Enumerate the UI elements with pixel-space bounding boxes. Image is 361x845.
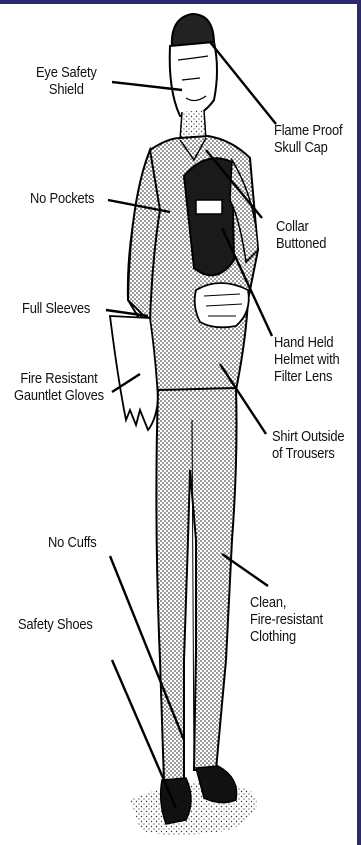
label-clean-fire-resistant-clothing: Clean, Fire-resistant Clothing — [250, 594, 323, 645]
label-fire-resistant-gloves: Fire Resistant Gauntlet Gloves — [14, 370, 104, 404]
label-collar-buttoned: Collar Buttoned — [276, 218, 326, 252]
left-gauntlet-glove — [110, 316, 158, 430]
leader-skull-cap — [210, 42, 276, 124]
label-eye-safety-shield: Eye Safety Shield — [36, 64, 97, 98]
trousers — [156, 388, 236, 782]
label-flame-proof-skull-cap: Flame Proof Skull Cap — [274, 122, 342, 156]
label-no-pockets: No Pockets — [30, 190, 94, 207]
ground-shadow — [130, 782, 257, 835]
label-shirt-outside-trousers: Shirt Outside of Trousers — [272, 428, 344, 462]
label-no-cuffs: No Cuffs — [48, 534, 97, 551]
label-hand-held-helmet: Hand Held Helmet with Filter Lens — [274, 334, 339, 385]
filter-lens — [196, 200, 222, 214]
label-safety-shoes: Safety Shoes — [18, 616, 93, 633]
label-full-sleeves: Full Sleeves — [22, 300, 90, 317]
